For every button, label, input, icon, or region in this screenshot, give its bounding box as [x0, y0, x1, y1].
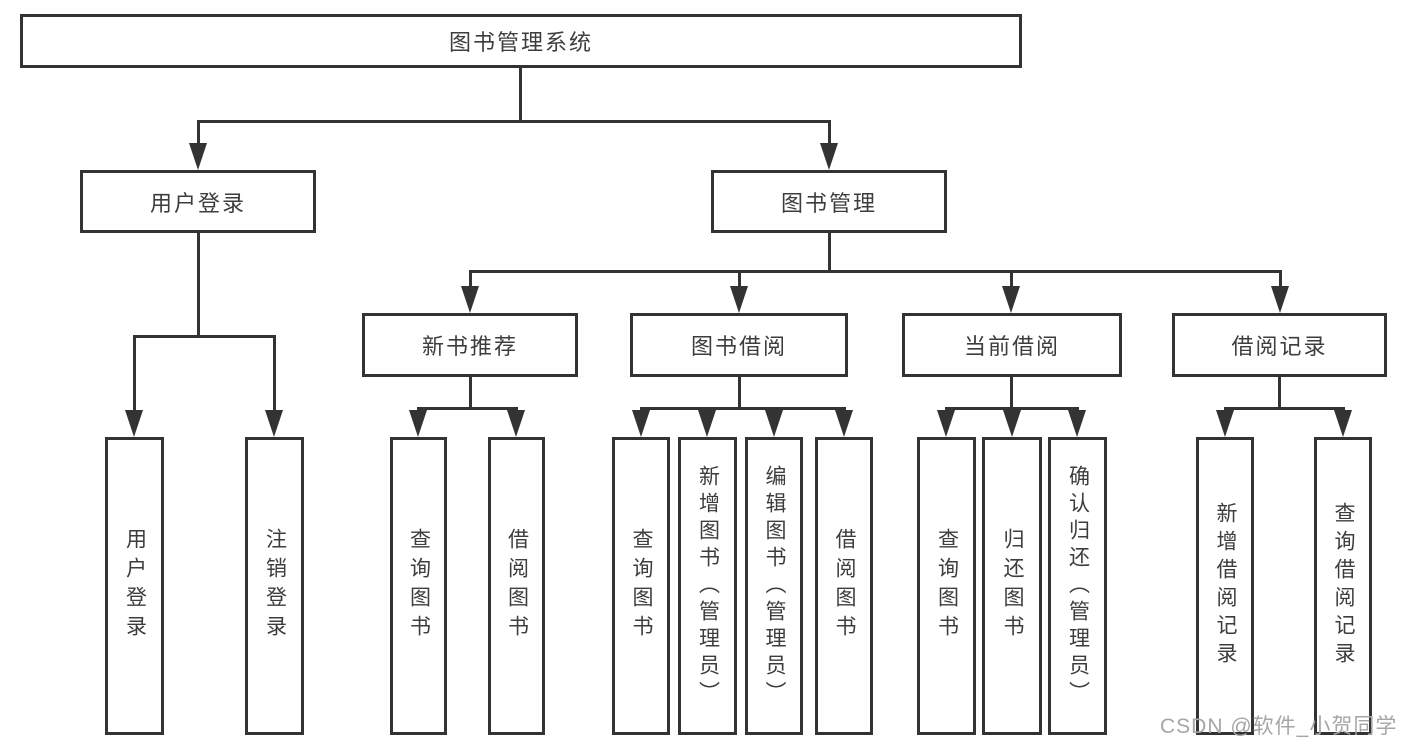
- connector-hline: [1224, 407, 1345, 410]
- connector-vline: [738, 270, 741, 286]
- connector-vline: [133, 335, 136, 410]
- leaf-query-borrow-record: 查询借阅记录: [1314, 437, 1372, 735]
- arrow-down-icon: [1003, 410, 1021, 437]
- leaf-query-books-current: 查询图书: [917, 437, 976, 735]
- leaf-user-login: 用户登录: [105, 437, 164, 735]
- leaf-return-books: 归还图书: [982, 437, 1042, 735]
- leaf-query-books-recommend: 查询图书: [390, 437, 447, 735]
- leaf-logout: 注销登录: [245, 437, 304, 735]
- arrow-down-icon: [820, 143, 838, 170]
- connector-vline: [1010, 270, 1013, 286]
- connector-vline: [519, 68, 522, 120]
- arrow-down-icon: [730, 286, 748, 313]
- node-borrow-records: 借阅记录: [1172, 313, 1387, 377]
- leaf-confirm-return-admin: 确认归还（管理员）: [1048, 437, 1107, 735]
- connector-vline: [1010, 377, 1013, 407]
- connector-vline: [1278, 377, 1281, 407]
- arrow-down-icon: [835, 410, 853, 437]
- leaf-add-borrow-record: 新增借阅记录: [1196, 437, 1254, 735]
- leaf-query-books-borrow: 查询图书: [612, 437, 670, 735]
- connector-vline: [828, 120, 831, 144]
- arrow-down-icon: [409, 410, 427, 437]
- arrow-down-icon: [125, 410, 143, 437]
- arrow-down-icon: [698, 410, 716, 437]
- connector-hline: [133, 335, 276, 338]
- connector-hline: [469, 270, 1282, 273]
- node-root: 图书管理系统: [20, 14, 1022, 68]
- arrow-down-icon: [765, 410, 783, 437]
- arrow-down-icon: [1216, 410, 1234, 437]
- connector-vline: [197, 120, 200, 144]
- node-book-borrow: 图书借阅: [630, 313, 848, 377]
- node-book-management: 图书管理: [711, 170, 947, 233]
- connector-hline: [640, 407, 846, 410]
- arrow-down-icon: [632, 410, 650, 437]
- arrow-down-icon: [1002, 286, 1020, 313]
- node-new-book-recommend: 新书推荐: [362, 313, 578, 377]
- connector-vline: [197, 233, 200, 335]
- arrow-down-icon: [1334, 410, 1352, 437]
- arrow-down-icon: [265, 410, 283, 437]
- connector-vline: [738, 377, 741, 407]
- connector-vline: [1279, 270, 1282, 286]
- connector-hline: [197, 120, 831, 123]
- connector-vline: [828, 233, 831, 270]
- arrow-down-icon: [507, 410, 525, 437]
- leaf-edit-book-admin: 编辑图书（管理员）: [745, 437, 803, 735]
- node-current-borrow: 当前借阅: [902, 313, 1122, 377]
- leaf-borrow-books: 借阅图书: [815, 437, 873, 735]
- watermark: CSDN @软件_小贺同学: [1160, 715, 1398, 738]
- arrow-down-icon: [461, 286, 479, 313]
- connector-vline: [469, 377, 472, 407]
- connector-hline: [417, 407, 518, 410]
- connector-hline: [945, 407, 1079, 410]
- connector-vline: [469, 270, 472, 286]
- node-user-login: 用户登录: [80, 170, 316, 233]
- arrow-down-icon: [189, 143, 207, 170]
- leaf-add-book-admin: 新增图书（管理员）: [678, 437, 737, 735]
- arrow-down-icon: [1271, 286, 1289, 313]
- arrow-down-icon: [937, 410, 955, 437]
- leaf-borrow-books-recommend: 借阅图书: [488, 437, 545, 735]
- connector-vline: [273, 335, 276, 410]
- arrow-down-icon: [1068, 410, 1086, 437]
